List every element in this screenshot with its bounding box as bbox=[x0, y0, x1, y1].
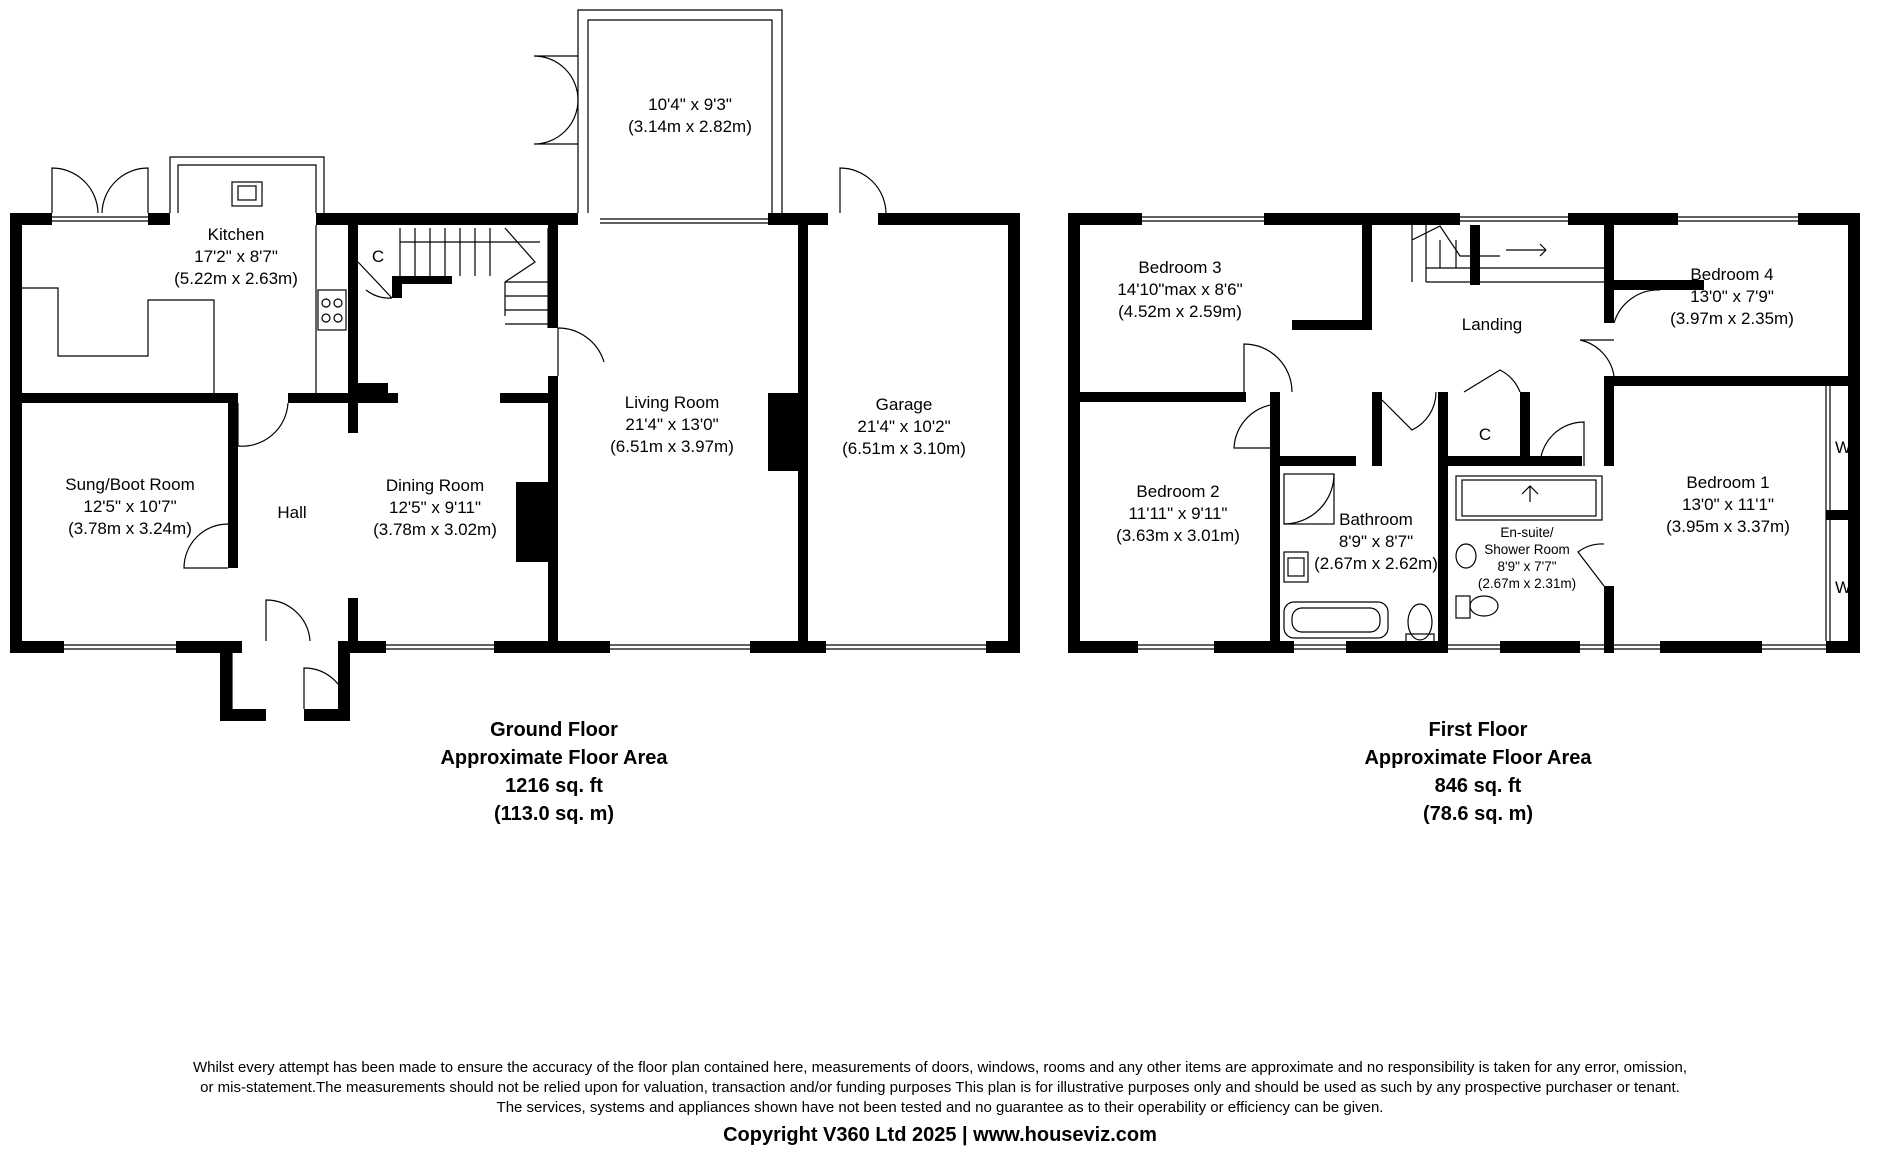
disclaimer-line: Whilst every attempt has been made to en… bbox=[192, 1059, 1688, 1076]
first-room-bedroom-1: Bedroom 1 13'0" x 11'1" (3.95m x 3.37m) bbox=[1666, 473, 1790, 536]
svg-text:En-suite/: En-suite/ bbox=[1500, 525, 1554, 540]
svg-text:(3.97m x 2.35m): (3.97m x 2.35m) bbox=[1670, 309, 1794, 328]
first-room-bedroom-4: Bedroom 4 13'0" x 7'9" (3.97m x 2.35m) bbox=[1670, 265, 1794, 328]
ground-room-conservatory: 10'4" x 9'3" (3.14m x 2.82m) bbox=[628, 95, 752, 136]
ground-floor-thin-lines bbox=[22, 9, 986, 710]
svg-text:Bedroom 3: Bedroom 3 bbox=[1138, 258, 1221, 277]
first-room-ensuite: En-suite/ Shower Room 8'9" x 7'7" (2.67m… bbox=[1478, 525, 1576, 591]
svg-text:Bedroom 2: Bedroom 2 bbox=[1136, 482, 1219, 501]
first-floor-title: First Floor bbox=[1428, 719, 1528, 741]
svg-text:(3.95m x 3.37m): (3.95m x 3.37m) bbox=[1666, 517, 1790, 536]
ground-floor-plan: Kitchen 17'2" x 8'7" (5.22m x 2.63m) 10'… bbox=[10, 9, 1020, 721]
first-floor-area-sqft: 846 sq. ft bbox=[1434, 775, 1522, 797]
first-floor-area-sqm: (78.6 sq. m) bbox=[1422, 803, 1534, 825]
ground-room-living-room: Living Room 21'4" x 13'0" (6.51m x 3.97m… bbox=[610, 393, 734, 456]
ground-floor-area-sqft: 1216 sq. ft bbox=[505, 775, 603, 797]
svg-text:Bedroom 1: Bedroom 1 bbox=[1686, 473, 1769, 492]
svg-text:8'9" x 8'7": 8'9" x 8'7" bbox=[1339, 532, 1413, 551]
ground-room-dining-room: Dining Room 12'5" x 9'11" (3.78m x 3.02m… bbox=[373, 476, 497, 539]
first-floor-area-caption: First Floor Approximate Floor Area 846 s… bbox=[1298, 716, 1658, 828]
first-room-bedroom-2: Bedroom 2 11'11" x 9'11" (3.63m x 3.01m) bbox=[1116, 482, 1240, 545]
first-cupboard-label: C bbox=[1479, 425, 1491, 444]
first-floor-thin-lines bbox=[1138, 216, 1831, 650]
svg-text:17'2" x 8'7": 17'2" x 8'7" bbox=[194, 247, 278, 266]
svg-text:14'10"max x 8'6": 14'10"max x 8'6" bbox=[1117, 280, 1242, 299]
svg-text:(3.14m x 2.82m): (3.14m x 2.82m) bbox=[628, 117, 752, 136]
ground-floor-area-label: Approximate Floor Area bbox=[440, 747, 668, 769]
svg-text:8'9" x 7'7": 8'9" x 7'7" bbox=[1497, 559, 1556, 574]
wardrobe-label-upper: W bbox=[1835, 438, 1851, 457]
svg-text:Sung/Boot Room: Sung/Boot Room bbox=[65, 475, 194, 494]
ground-floor-walls bbox=[10, 213, 1020, 721]
first-floor-walls bbox=[1068, 213, 1860, 653]
disclaimer-text: Whilst every attempt has been made to en… bbox=[40, 1058, 1840, 1118]
first-floor-area-label: Approximate Floor Area bbox=[1364, 747, 1592, 769]
ground-floor-area-sqm: (113.0 sq. m) bbox=[493, 803, 615, 825]
ground-room-garage: Garage 21'4" x 10'2" (6.51m x 3.10m) bbox=[842, 395, 966, 458]
svg-text:12'5" x 9'11": 12'5" x 9'11" bbox=[389, 498, 481, 517]
svg-text:(2.67m x 2.31m): (2.67m x 2.31m) bbox=[1478, 576, 1576, 591]
svg-text:Shower Room: Shower Room bbox=[1484, 542, 1570, 557]
first-landing-label: Landing bbox=[1462, 315, 1523, 334]
svg-text:13'0" x 7'9": 13'0" x 7'9" bbox=[1690, 287, 1774, 306]
ground-hall-label: Hall bbox=[277, 503, 306, 522]
disclaimer-line: or mis-statement.The measurements should… bbox=[200, 1079, 1680, 1096]
svg-text:21'4" x 13'0": 21'4" x 13'0" bbox=[625, 415, 718, 434]
svg-text:Garage: Garage bbox=[876, 395, 933, 414]
disclaimer-line: The services, systems and appliances sho… bbox=[496, 1099, 1384, 1116]
first-room-bathroom: Bathroom 8'9" x 8'7" (2.67m x 2.62m) bbox=[1314, 510, 1438, 573]
svg-text:21'4" x 10'2": 21'4" x 10'2" bbox=[857, 417, 950, 436]
svg-text:10'4" x 9'3": 10'4" x 9'3" bbox=[648, 95, 732, 114]
svg-text:(3.78m x 3.24m): (3.78m x 3.24m) bbox=[68, 519, 192, 538]
ground-cupboard-label: C bbox=[372, 247, 384, 266]
copyright-text: Copyright V360 Ltd 2025 | www.houseviz.c… bbox=[723, 1124, 1157, 1146]
svg-text:(6.51m x 3.97m): (6.51m x 3.97m) bbox=[610, 437, 734, 456]
svg-text:11'11" x 9'11": 11'11" x 9'11" bbox=[1129, 504, 1228, 523]
first-room-bedroom-3: Bedroom 3 14'10"max x 8'6" (4.52m x 2.59… bbox=[1117, 258, 1242, 321]
svg-text:Kitchen: Kitchen bbox=[208, 225, 265, 244]
ground-floor-title: Ground Floor bbox=[490, 719, 618, 741]
svg-text:(3.63m x 3.01m): (3.63m x 3.01m) bbox=[1116, 526, 1240, 545]
ground-room-kitchen: Kitchen 17'2" x 8'7" (5.22m x 2.63m) bbox=[174, 225, 298, 288]
svg-text:Bedroom 4: Bedroom 4 bbox=[1690, 265, 1773, 284]
svg-text:(6.51m x 3.10m): (6.51m x 3.10m) bbox=[842, 439, 966, 458]
svg-text:(4.52m x 2.59m): (4.52m x 2.59m) bbox=[1118, 302, 1242, 321]
svg-text:(2.67m x 2.62m): (2.67m x 2.62m) bbox=[1314, 554, 1438, 573]
svg-text:(5.22m x 2.63m): (5.22m x 2.63m) bbox=[174, 269, 298, 288]
svg-text:Living Room: Living Room bbox=[625, 393, 720, 412]
first-floor-plan: Bedroom 3 14'10"max x 8'6" (4.52m x 2.59… bbox=[1068, 213, 1860, 653]
svg-text:12'5" x 10'7": 12'5" x 10'7" bbox=[83, 497, 176, 516]
svg-text:(3.78m x 3.02m): (3.78m x 3.02m) bbox=[373, 520, 497, 539]
ground-floor-area-caption: Ground Floor Approximate Floor Area 1216… bbox=[374, 716, 734, 828]
ground-room-boot-room: Sung/Boot Room 12'5" x 10'7" (3.78m x 3.… bbox=[65, 475, 194, 538]
svg-text:13'0" x 11'1": 13'0" x 11'1" bbox=[1682, 495, 1774, 514]
svg-text:Dining Room: Dining Room bbox=[386, 476, 484, 495]
svg-text:Bathroom: Bathroom bbox=[1339, 510, 1413, 529]
wardrobe-label-lower: W bbox=[1835, 578, 1851, 597]
